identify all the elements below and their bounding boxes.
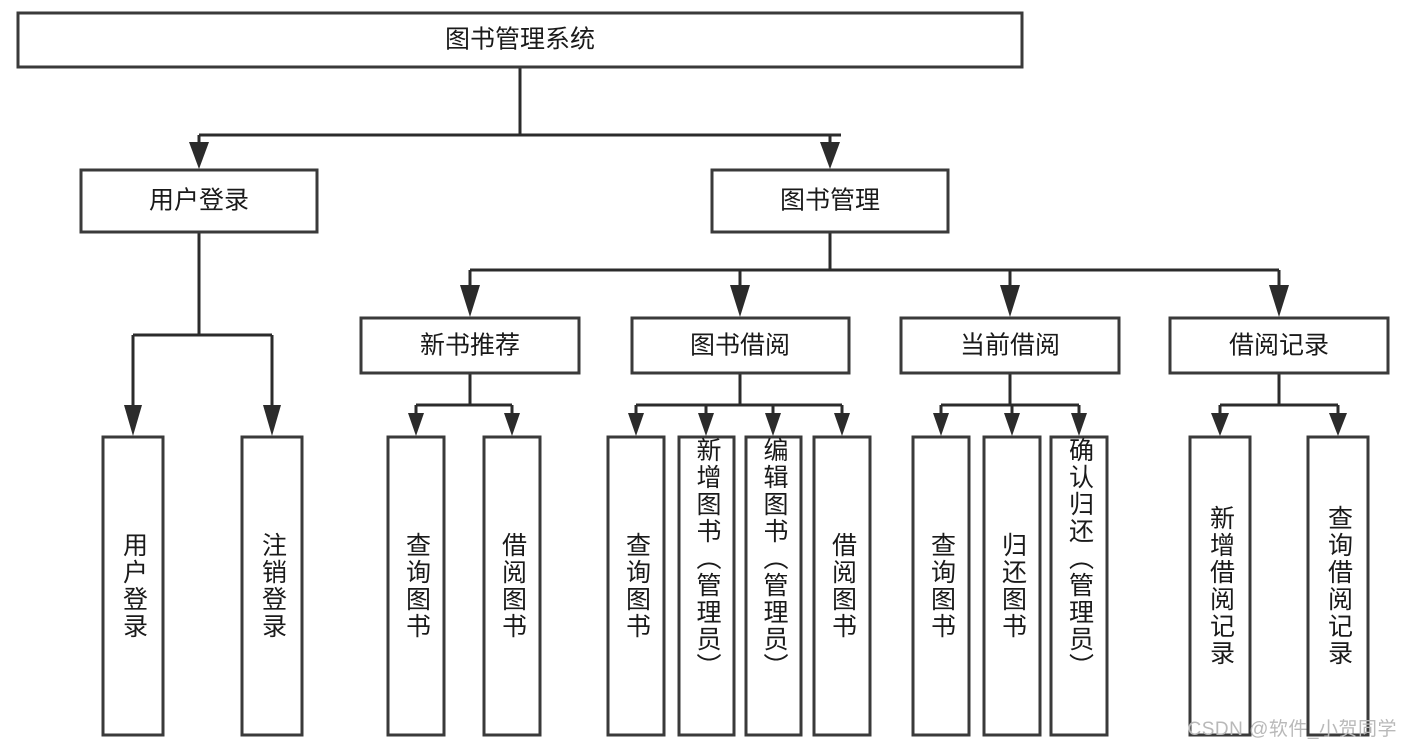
- leaf-box-edit-book[interactable]: [744, 435, 803, 737]
- new-book-recommend-label: 新书推荐: [420, 332, 520, 360]
- arrow-to-leaf-add-record: [1211, 413, 1229, 436]
- leaf-box-confirm-return[interactable]: [1049, 435, 1109, 737]
- user-login-label: 用户登录: [149, 187, 249, 215]
- node-user-login[interactable]: 用户登录: [79, 168, 319, 234]
- book-management-label: 图书管理: [780, 187, 880, 215]
- arrow-to-new-book: [460, 285, 480, 317]
- current-borrow-box[interactable]: [899, 316, 1121, 375]
- leaf-box-add-borrow-record[interactable]: [1188, 435, 1252, 737]
- root-label: 图书管理系统: [445, 26, 595, 54]
- leaf-box-logout[interactable]: [240, 435, 304, 737]
- leaf-box-add-book[interactable]: [677, 435, 736, 737]
- connector-layer: [131, 67, 1340, 413]
- arrow-to-leaf-borrow-book-a: [504, 413, 520, 436]
- arrow-to-leaf-borrow-book-b: [834, 413, 850, 436]
- arrow-to-current-borrow: [1000, 285, 1020, 317]
- current-borrow-label: 当前借阅: [960, 332, 1060, 360]
- arrow-to-leaf-return-book: [1004, 413, 1020, 436]
- leaf-box-query-book-b[interactable]: [606, 435, 666, 737]
- leaf-box-query-book-c[interactable]: [911, 435, 971, 737]
- arrow-to-leaf-confirm-return: [1071, 413, 1087, 436]
- arrow-to-leaf-query-record: [1329, 413, 1347, 436]
- book-management-box[interactable]: [710, 168, 950, 234]
- node-root[interactable]: 图书管理系统: [16, 11, 1024, 69]
- leaf-box-layer: [101, 435, 1370, 737]
- leaf-box-borrow-book-b[interactable]: [812, 435, 872, 737]
- arrow-to-borrow-record: [1269, 285, 1289, 317]
- arrow-to-borrow: [730, 285, 750, 317]
- arrow-to-leaf-user-login: [124, 405, 142, 436]
- arrow-to-leaf-query-book-b: [628, 413, 644, 436]
- arrow-to-leaf-edit-book: [765, 413, 781, 436]
- leaf-box-query-borrow-record[interactable]: [1306, 435, 1370, 737]
- arrow-to-book-mgmt: [820, 142, 840, 169]
- book-borrow-label: 图书借阅: [690, 332, 790, 360]
- leaf-box-user-login[interactable]: [101, 435, 165, 737]
- arrow-to-user-login: [189, 142, 209, 169]
- arrow-to-leaf-query-book-a: [408, 413, 424, 436]
- arrowhead-layer: [124, 142, 1347, 436]
- user-login-box[interactable]: [79, 168, 319, 234]
- borrow-record-label: 借阅记录: [1229, 332, 1329, 360]
- root-box[interactable]: [16, 11, 1024, 69]
- csdn-watermark: CSDN @软件_小贺同学: [1187, 719, 1397, 740]
- borrow-record-box[interactable]: [1168, 316, 1390, 375]
- node-current-borrow[interactable]: 当前借阅: [899, 316, 1121, 375]
- node-borrow-record[interactable]: 借阅记录: [1168, 316, 1390, 375]
- arrow-to-leaf-query-book-c: [933, 413, 949, 436]
- node-new-book-recommend[interactable]: 新书推荐: [359, 316, 581, 375]
- node-book-borrow[interactable]: 图书借阅: [630, 316, 851, 375]
- node-book-management[interactable]: 图书管理: [710, 168, 950, 234]
- arrow-to-leaf-logout: [263, 405, 281, 436]
- leaf-box-borrow-book-a[interactable]: [482, 435, 542, 737]
- arrow-to-leaf-add-book: [698, 413, 714, 436]
- book-borrow-box[interactable]: [630, 316, 851, 375]
- new-book-recommend-box[interactable]: [359, 316, 581, 375]
- leaf-box-return-book[interactable]: [982, 435, 1042, 737]
- leaf-box-query-book-a[interactable]: [386, 435, 446, 737]
